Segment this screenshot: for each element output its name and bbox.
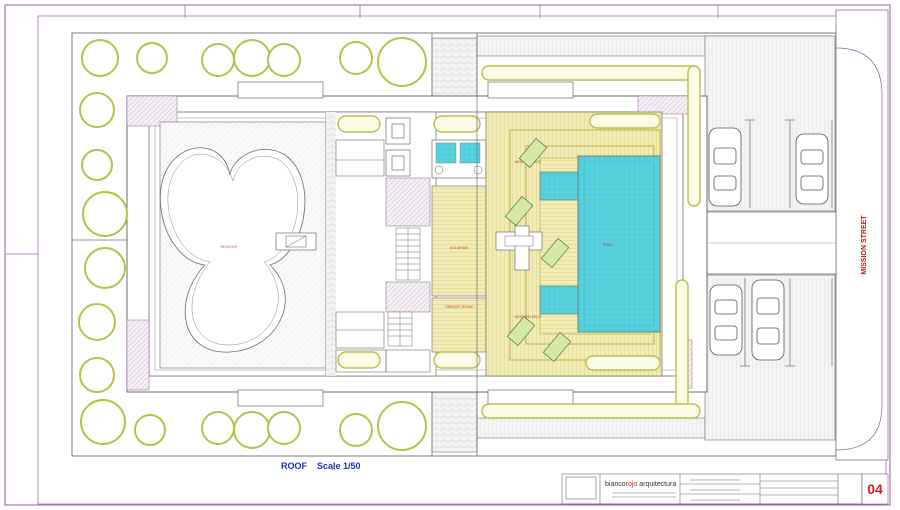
sheet-number-box	[861, 473, 889, 505]
toilet	[473, 165, 483, 175]
roof-vent	[514, 225, 530, 271]
balcony-top	[237, 81, 324, 99]
pool-step	[539, 171, 583, 201]
staircase	[387, 311, 413, 347]
sheet-number: 04	[867, 481, 883, 497]
terrace-hatch	[126, 319, 150, 391]
lounger-chairs	[504, 138, 572, 362]
deck-room-upper	[431, 185, 487, 297]
lower-deck-label: WOODEN DECK	[515, 315, 543, 319]
firm-name: biancorojo arquitectura	[605, 481, 676, 488]
hatched-landing	[385, 281, 431, 313]
terrace-hatch	[126, 95, 178, 127]
core-stone	[326, 112, 336, 376]
pool-step	[539, 285, 583, 315]
core-rooms	[335, 139, 431, 373]
street-curb	[835, 404, 883, 451]
pool-label: POOL	[603, 243, 613, 247]
car	[751, 279, 785, 361]
street-label: MISSION STREET	[861, 215, 868, 275]
roof-skylight-inner	[167, 153, 298, 346]
roof-vent-inner	[504, 235, 534, 247]
staircase	[395, 227, 421, 281]
pool-inner	[583, 161, 655, 327]
car	[795, 133, 829, 205]
pool	[577, 155, 661, 333]
shower-tile	[435, 142, 457, 164]
lower-room-label: SERVICE ROOM	[445, 305, 472, 309]
balcony-bottom	[237, 389, 324, 407]
stone-path-bottom	[431, 391, 478, 453]
car	[709, 284, 743, 356]
sheet-border	[4, 4, 891, 506]
roof-skylight-shape	[159, 147, 306, 353]
toilet	[434, 165, 444, 175]
sidewalk	[835, 9, 889, 461]
stone-path-top	[431, 37, 478, 97]
roof-shape-label: SKYLIGHT	[220, 245, 238, 249]
car	[708, 127, 742, 207]
trees	[78, 37, 427, 451]
shower-tile	[459, 142, 481, 164]
hatched-landing	[385, 177, 431, 227]
balcony-top	[487, 81, 574, 99]
parking-lines	[740, 119, 833, 367]
terrace-hatch	[637, 95, 689, 115]
title-block	[561, 473, 863, 505]
shafts	[385, 117, 411, 177]
hedge-rows	[337, 65, 701, 419]
upper-room-label: SOLARIUM	[450, 246, 468, 250]
street-curb	[835, 47, 883, 96]
